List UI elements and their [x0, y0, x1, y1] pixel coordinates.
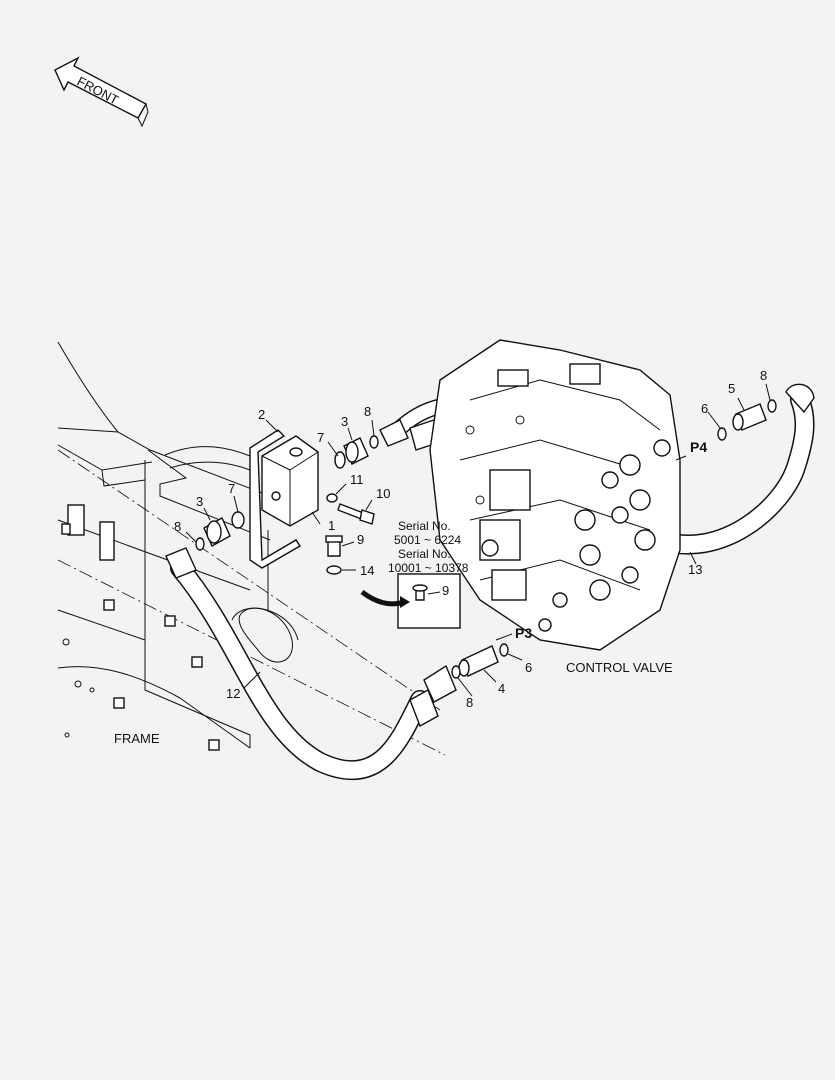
callout-9: 9 — [357, 532, 364, 547]
callout-6-p4: 6 — [701, 401, 708, 416]
bracket-2 — [249, 429, 319, 569]
callout-2: 2 — [258, 407, 265, 422]
callout-1: 1 — [328, 518, 335, 533]
port-p3-label: P3 — [515, 625, 532, 641]
control-valve-label: CONTROL VALVE — [566, 660, 673, 675]
callout-10: 10 — [376, 486, 390, 501]
callout-3-upper: 3 — [341, 414, 348, 429]
callout-6-p3: 6 — [525, 660, 532, 675]
callout-8-left: 8 — [174, 519, 181, 534]
callout-12: 12 — [226, 686, 240, 701]
callout-11: 11 — [350, 472, 364, 487]
frame-structure — [57, 341, 446, 756]
callout-9-box: 9 — [442, 583, 449, 598]
serial-note: Serial No. 5001 ~ 6224 Serial No. 10001 … — [360, 519, 469, 629]
control-valve-body — [429, 339, 681, 651]
callout-7-lower: 7 — [228, 481, 235, 496]
callout-8-lower: 8 — [466, 695, 473, 710]
fittings — [195, 399, 777, 679]
front-arrow-icon: FRONT — [54, 56, 149, 128]
serial-line-3: Serial No. — [398, 547, 451, 561]
serial-line-1: Serial No. — [398, 519, 451, 533]
callout-8-right: 8 — [760, 368, 767, 383]
frame-label: FRAME — [114, 731, 160, 746]
callout-7-upper: 7 — [317, 430, 324, 445]
callout-14: 14 — [360, 563, 374, 578]
serial-line-2: 5001 ~ 6224 — [394, 533, 461, 547]
port-p4-label: P4 — [690, 439, 707, 455]
hose-12 — [165, 547, 457, 781]
hose-13 — [650, 383, 815, 555]
serial-line-4: 10001 ~ 10378 — [388, 561, 469, 575]
callout-4: 4 — [498, 681, 505, 696]
callout-8-upper: 8 — [364, 404, 371, 419]
callout-5: 5 — [728, 381, 735, 396]
callout-13: 13 — [688, 562, 702, 577]
callout-3-lower: 3 — [196, 494, 203, 509]
leader-lines — [185, 383, 771, 697]
